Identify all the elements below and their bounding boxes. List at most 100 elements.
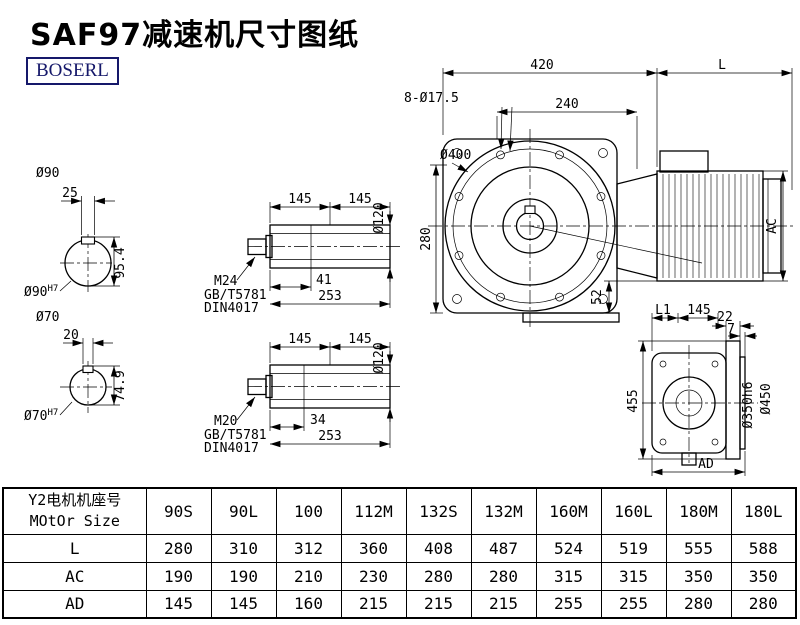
shaft-m20-std2: DIN4017 <box>204 441 259 456</box>
motor-size-table: Y2电机机座号 MOtOr Size 90S 90L 100 112M 132S… <box>2 487 797 619</box>
table-header-row: Y2电机机座号 MOtOr Size 90S 90L 100 112M 132S… <box>2 487 797 535</box>
bore70-fit-label: Ø70H7 <box>24 408 58 424</box>
table-col-header: 180L <box>730 487 797 535</box>
front-view: 420 L 8-Ø17.5 240 Ø400 280 52 AC <box>404 58 794 327</box>
row-label: AC <box>2 561 147 591</box>
page-title: SAF97减速机尺寸图纸 <box>30 18 360 53</box>
bore70-keyway-width: 20 <box>63 328 79 343</box>
table-cell: 145 <box>145 589 212 619</box>
bore-section-70: Ø70 20 74.9 Ø70H7 <box>24 310 128 424</box>
shaft-m20-dim-a: 145 <box>288 332 311 347</box>
table-row-AD: AD 145 145 160 215 215 215 255 255 280 2… <box>2 589 797 619</box>
hub-circle <box>502 198 558 254</box>
front-dim-280: 280 <box>419 227 434 250</box>
hollow-shaft-m24: 145 145 Ø120 41 253 M24 GB/T5781 DIN4017 <box>204 192 402 316</box>
table-cell: 524 <box>535 533 602 563</box>
shaft-m24-std1: GB/T5781 <box>204 288 267 303</box>
motor-fins <box>660 174 760 278</box>
front-dim-420: 420 <box>530 58 553 73</box>
table-cell: 519 <box>600 533 667 563</box>
table-cell: 145 <box>210 589 277 619</box>
table-col-header: 160M <box>535 487 602 535</box>
side-view: L1 145 22 7 455 Ø350h6 Ø450 AD <box>626 303 774 476</box>
table-col-header: 132S <box>405 487 472 535</box>
table-row-AC: AC 190 190 210 230 280 280 315 315 350 3… <box>2 561 797 591</box>
table-cell: 280 <box>665 589 732 619</box>
table-col-header: 160L <box>600 487 667 535</box>
front-dim-52: 52 <box>590 289 605 305</box>
bore70-dia-label: Ø70 <box>36 310 59 325</box>
bore90-keyway-width: 25 <box>62 186 78 201</box>
front-dim-L: L <box>718 58 726 73</box>
table-cell: 255 <box>535 589 602 619</box>
hollow-shaft-m20: 145 145 Ø120 34 253 M20 GB/T5781 DIN4017 <box>204 332 402 456</box>
shaft-m24-dia: Ø120 <box>372 202 387 233</box>
bore90-keyway <box>80 236 96 245</box>
technical-drawing: Ø90 25 95.4 Ø90H7 Ø70 20 74.9 Ø70H7 <box>24 58 794 476</box>
table-header-motor-size: Y2电机机座号 MOtOr Size <box>2 487 147 535</box>
side-dim-7: 7 <box>727 322 735 337</box>
side-dim-22: 22 <box>717 310 733 325</box>
logo-text: BOSERL <box>36 60 109 81</box>
table-cell: 215 <box>340 589 407 619</box>
table-cell: 315 <box>600 561 667 591</box>
gear-housing-circle <box>470 166 590 286</box>
table-col-header: 90S <box>145 487 212 535</box>
table-cell: 315 <box>535 561 602 591</box>
shaft-m24-dim-a: 145 <box>288 192 311 207</box>
table-cell: 310 <box>210 533 277 563</box>
shaft-m24-dim-b: 145 <box>348 192 371 207</box>
table-cell: 360 <box>340 533 407 563</box>
table-cell: 280 <box>145 533 212 563</box>
shaft-m20-dim-c: 34 <box>310 413 326 428</box>
bore90-keyway-height: 95.4 <box>113 247 128 278</box>
table-cell: 215 <box>405 589 472 619</box>
front-dim-AC: AC <box>765 218 780 234</box>
table-cell: 350 <box>665 561 732 591</box>
table-col-header: 132M <box>470 487 537 535</box>
table-cell: 487 <box>470 533 537 563</box>
table-header-cn: Y2电机机座号 <box>28 491 122 510</box>
table-cell: 160 <box>275 589 342 619</box>
bore70-keyway <box>82 365 94 374</box>
side-dim-L1: L1 <box>655 303 671 318</box>
table-cell: 588 <box>730 533 797 563</box>
side-bore-circle <box>662 376 716 430</box>
table-col-header: 90L <box>210 487 277 535</box>
front-holes-label: 8-Ø17.5 <box>404 91 459 106</box>
table-cell: 190 <box>210 561 277 591</box>
table-cell: 255 <box>600 589 667 619</box>
side-spigot-dia: Ø350h6 <box>741 382 756 429</box>
table-header-en: MOtOr Size <box>29 512 120 531</box>
terminal-box <box>659 150 709 173</box>
side-spigot <box>739 356 746 450</box>
boserl-logo: BOSERL <box>26 57 119 85</box>
table-col-header: 100 <box>275 487 342 535</box>
table-cell: 280 <box>730 589 797 619</box>
side-dim-145: 145 <box>687 303 710 318</box>
side-flange-dia: Ø450 <box>759 383 774 414</box>
table-cell: 190 <box>145 561 212 591</box>
table-cell: 408 <box>405 533 472 563</box>
table-cell: 555 <box>665 533 732 563</box>
row-label: AD <box>2 589 147 619</box>
shaft-m24-std2: DIN4017 <box>204 301 259 316</box>
shaft-m20-dim-total: 253 <box>318 429 341 444</box>
side-dim-AD: AD <box>698 457 714 472</box>
base-foot <box>522 312 620 323</box>
table-cell: 210 <box>275 561 342 591</box>
table-row-L: L 280 310 312 360 408 487 524 519 555 58… <box>2 533 797 563</box>
side-dim-455: 455 <box>626 389 641 412</box>
table-col-header: 112M <box>340 487 407 535</box>
table-cell: 312 <box>275 533 342 563</box>
side-flange <box>725 340 741 460</box>
output-keyway <box>524 205 536 215</box>
bore70-keyway-height: 74.9 <box>113 370 128 401</box>
shaft-m20-dia: Ø120 <box>372 342 387 373</box>
front-dim-240: 240 <box>555 97 578 112</box>
table-cell: 215 <box>470 589 537 619</box>
bore90-fit-label: Ø90H7 <box>24 284 58 300</box>
shaft-m24-thread: M24 <box>214 274 238 289</box>
flange-circle <box>444 140 616 312</box>
bore-section-90: Ø90 25 95.4 Ø90H7 <box>24 166 128 300</box>
